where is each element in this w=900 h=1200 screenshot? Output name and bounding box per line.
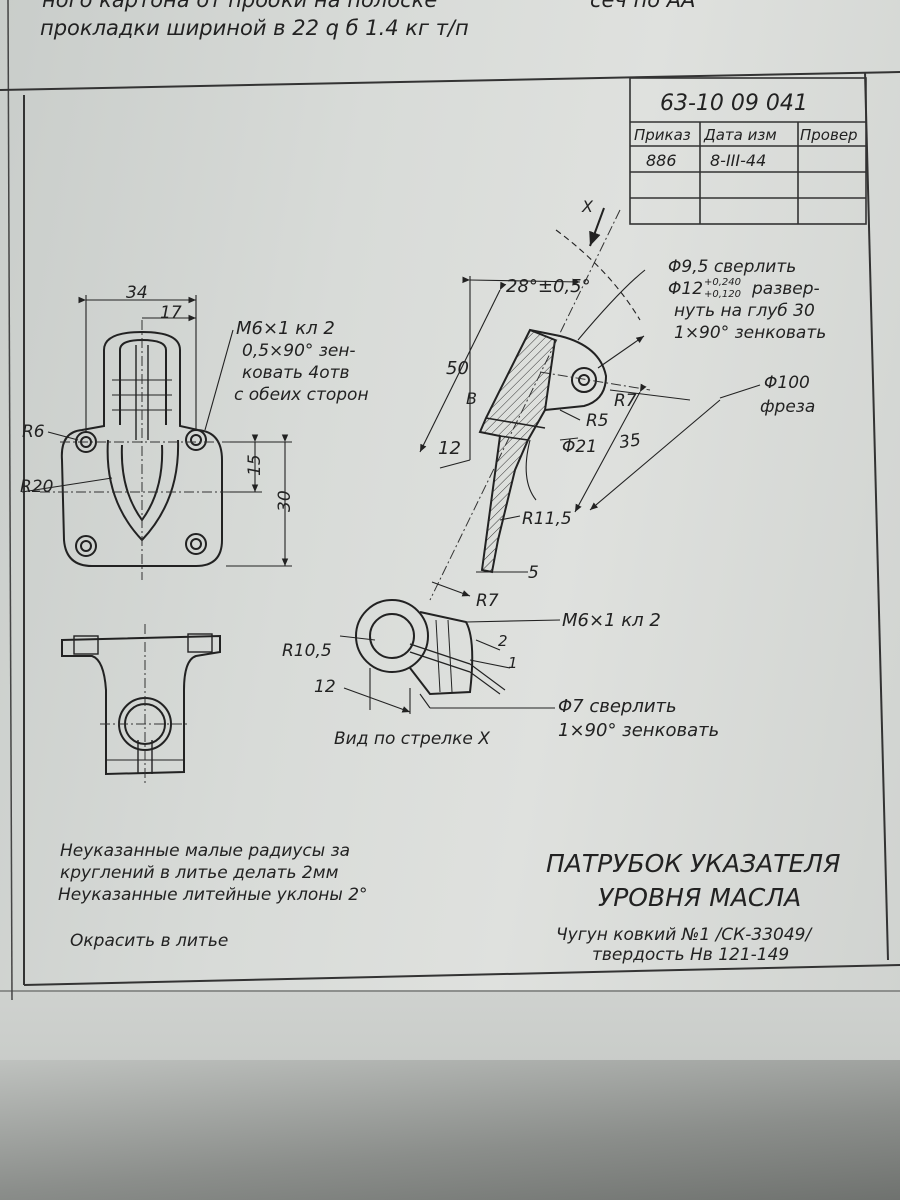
note-drill-3: нуть на глуб 30 <box>674 301 815 321</box>
view-x-thread: М6×1 кл 2 <box>562 610 661 631</box>
note-thread-4: с обеих сторон <box>234 385 369 405</box>
stamp-number: 63-10 09 041 <box>660 91 808 116</box>
title-line-1: ПАТРУБОК УКАЗАТЕЛЯ <box>546 849 840 878</box>
note-thread-3: ковать 4отв <box>242 363 350 383</box>
dim-50: 50 <box>446 358 469 379</box>
dim-r11-5: R11,5 <box>522 509 572 529</box>
stamp-col-date: Дата изм <box>703 126 777 144</box>
note-drill-4: 1×90° зенковать <box>674 323 826 343</box>
dim-r5: R5 <box>586 411 609 431</box>
note-thread-2: 0,5×90° зен- <box>242 341 356 361</box>
note-drill-1: Φ9,5 сверлить <box>668 257 796 277</box>
frame-right-line <box>864 71 889 961</box>
view-x-drill-2: 1×90° зенковать <box>558 720 719 741</box>
stamp-date-value: 8-III-44 <box>710 151 766 170</box>
dim-r6: R6 <box>22 422 45 442</box>
shadow-area <box>0 1060 900 1200</box>
dim-r7-lower: R7 <box>476 591 499 611</box>
header-line-1: ного картона от пробки на полоске <box>42 0 438 12</box>
dim-d21: Φ21 <box>562 437 597 457</box>
stamp-col-order: Приказ <box>634 126 691 144</box>
note-line-3: Неуказанные литейные уклоны 2° <box>58 885 368 905</box>
dim-r20: R20 <box>20 477 53 497</box>
note-thread-1: М6×1 кл 2 <box>236 318 335 339</box>
title-hardness: твердость Нв 121-149 <box>592 945 789 965</box>
dim-2: 2 <box>498 632 508 650</box>
note-line-4: Окрасить в литье <box>70 931 228 951</box>
dim-17: 17 <box>160 303 182 323</box>
view-x <box>355 599 474 696</box>
title-material: Чугун ковкий №1 /СК-33049/ <box>556 925 813 945</box>
header-line-2: прокладки шириной в 22 q б 1.4 кг т/п <box>40 16 469 40</box>
dim-12: 12 <box>438 438 461 459</box>
note-line-1: Неуказанные малые радиусы за <box>60 841 350 861</box>
stamp-table <box>629 77 867 225</box>
dim-1: 1 <box>508 654 518 672</box>
note-line-2: круглений в литье делать 2мм <box>60 863 339 883</box>
dim-angle: 28°±0,5° <box>506 276 591 297</box>
frame-top-line <box>0 71 900 91</box>
view-x-caption: Вид по стрелке Х <box>334 729 490 749</box>
dim-r7: R7 <box>614 391 637 411</box>
note-tol-up: +0,240 <box>704 277 741 288</box>
bottom-view <box>61 633 221 776</box>
letter-b: В <box>466 389 477 408</box>
frame-bottom-line <box>23 964 900 986</box>
note-mill-2: фреза <box>760 397 815 417</box>
note-drill-2b: развер- <box>751 279 820 299</box>
note-drill-2: Φ12 <box>668 279 703 299</box>
dim-35: 35 <box>618 430 642 453</box>
stamp-order-value: 886 <box>646 151 677 170</box>
dim-r10-5: R10,5 <box>282 641 332 661</box>
dim-30: 30 <box>275 490 295 512</box>
dim-12-view-x: 12 <box>314 677 336 697</box>
sheet-left-edge <box>7 0 13 1001</box>
dim-15: 15 <box>245 454 265 476</box>
note-tol-down: +0,120 <box>704 289 741 300</box>
note-mill-1: Φ100 <box>764 373 810 393</box>
arrow-x-label: Х <box>581 197 594 216</box>
dim-5: 5 <box>528 563 539 583</box>
stamp-col-check: Провер <box>800 126 858 144</box>
header-right-text: сеч по АА <box>590 0 696 12</box>
dim-34: 34 <box>126 283 148 303</box>
title-line-2: УРОВНЯ МАСЛА <box>598 883 801 912</box>
view-x-drill-1: Φ7 сверлить <box>558 696 677 717</box>
